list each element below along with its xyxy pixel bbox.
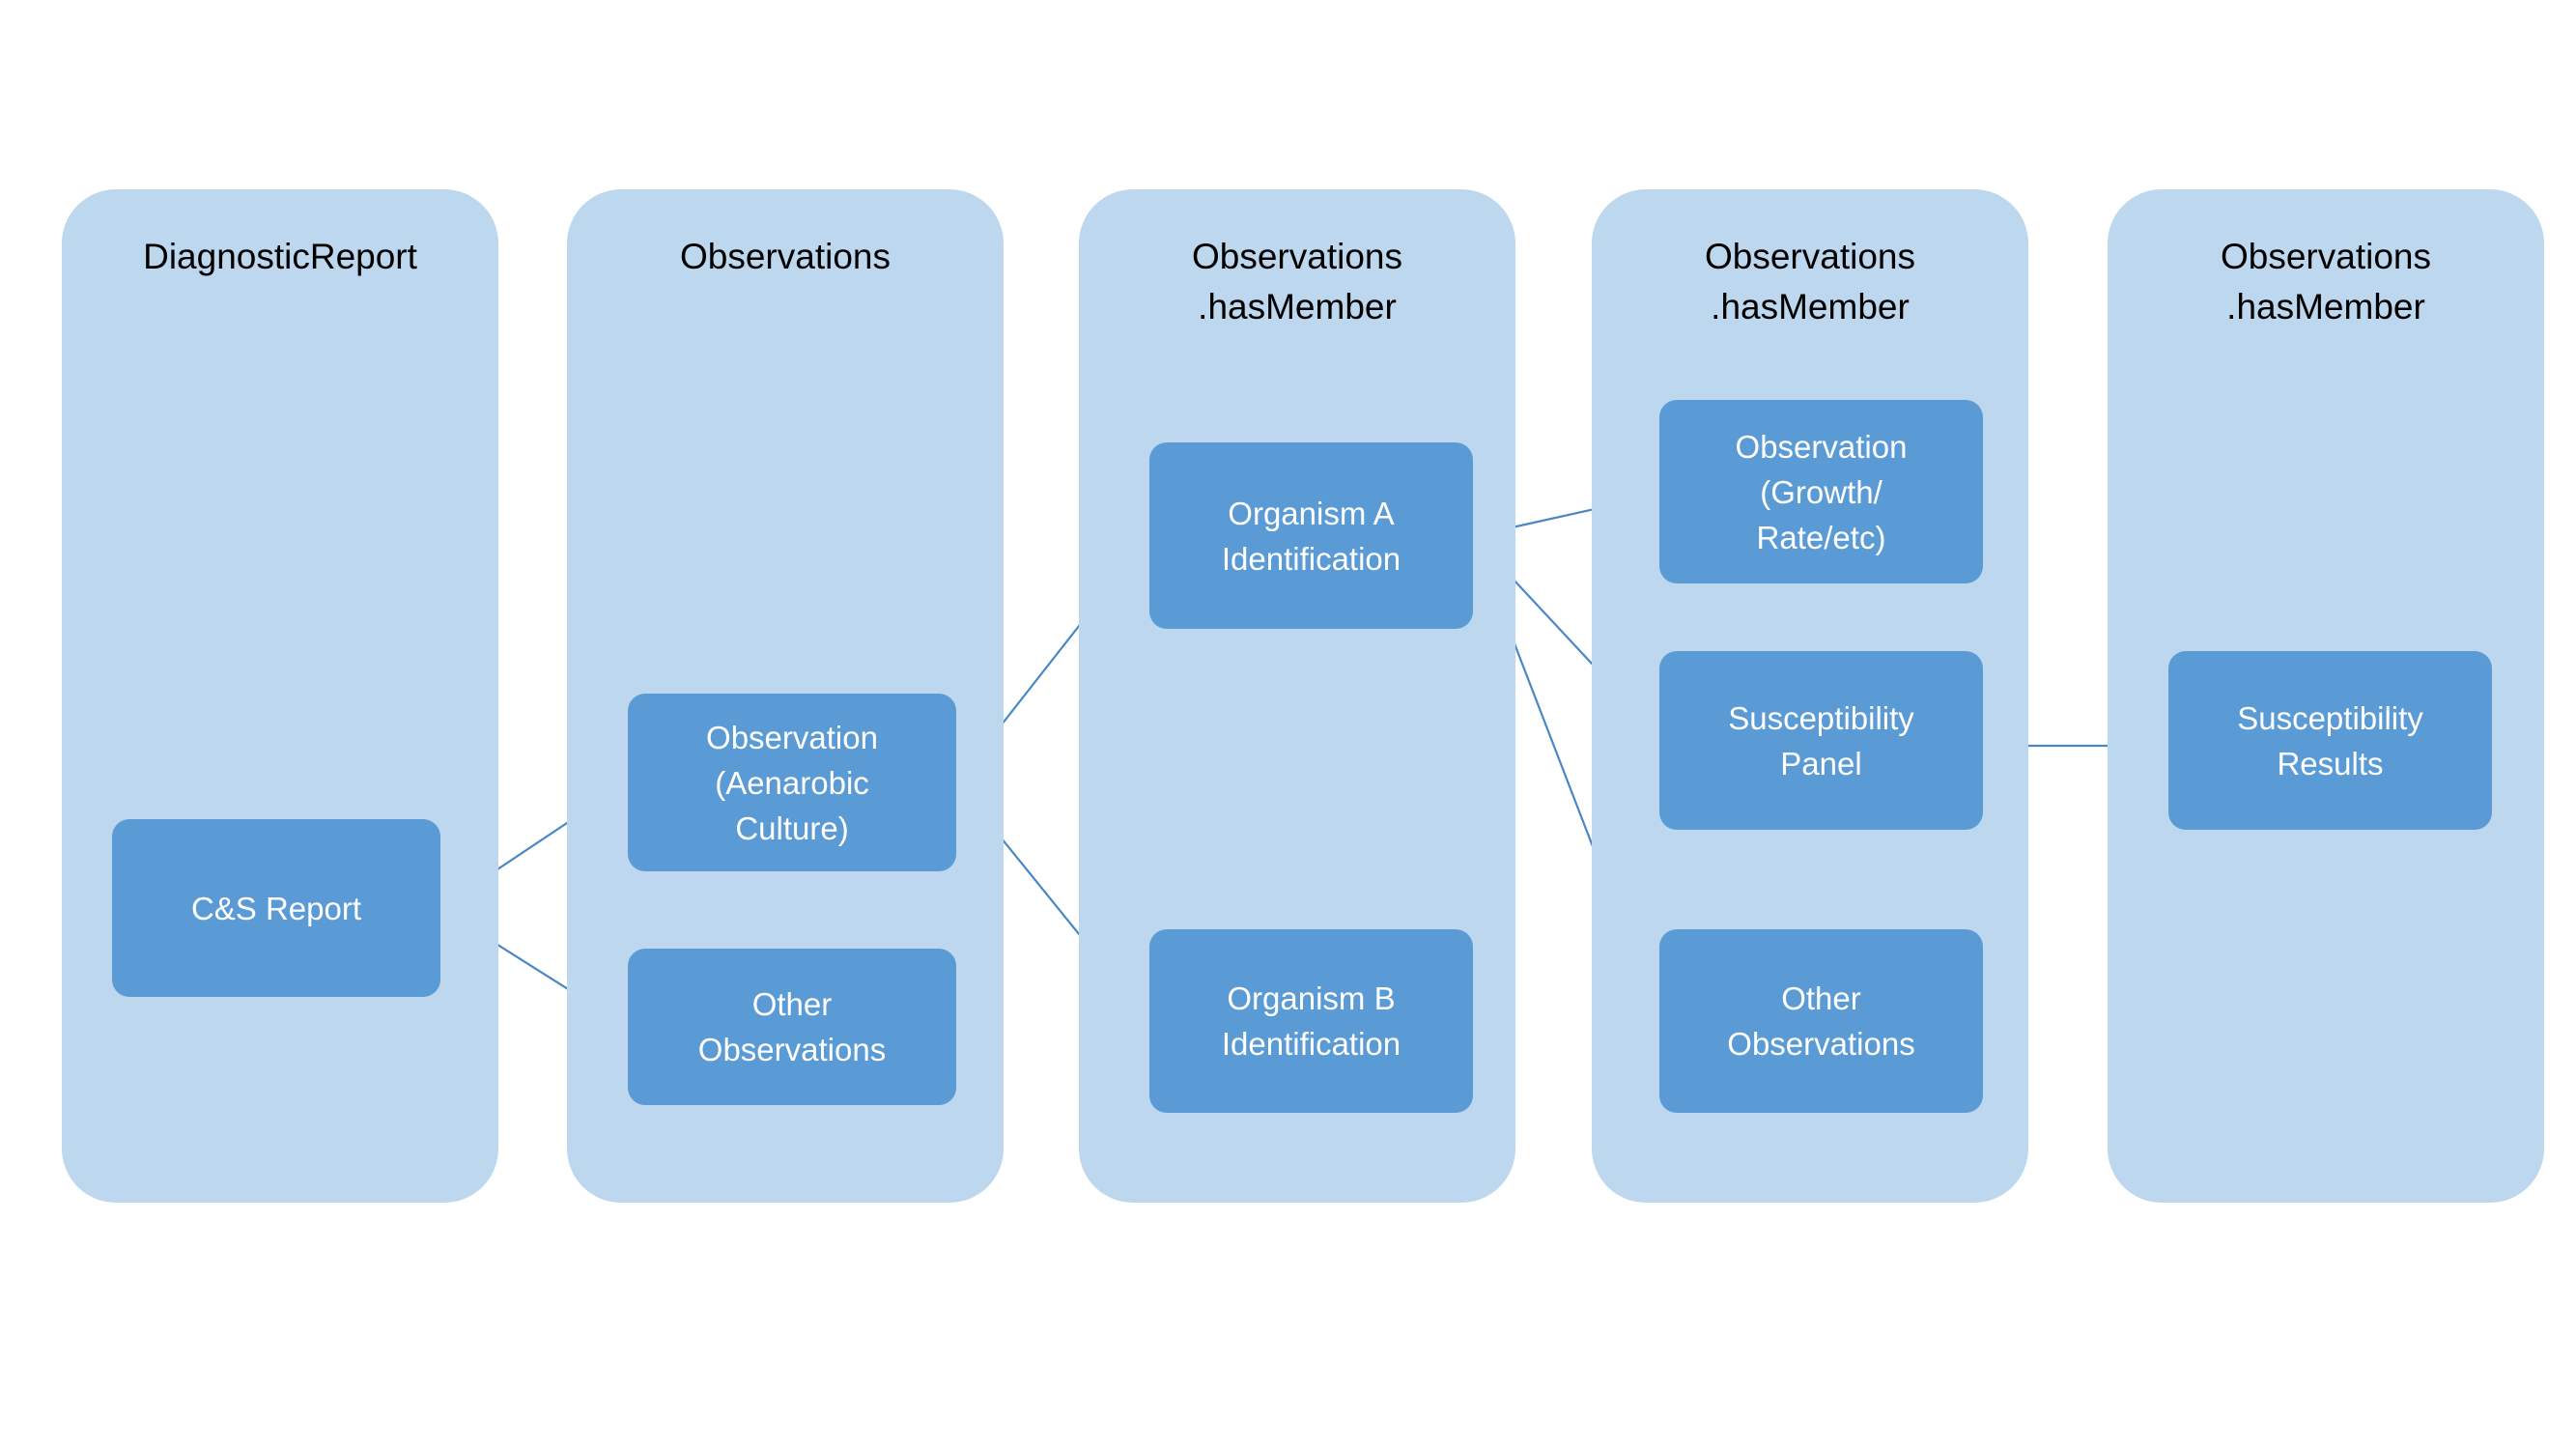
- node-observation-growth-label: Observation (Growth/ Rate/etc): [1735, 428, 1908, 555]
- node-organism-a-label: Organism A Identification: [1221, 495, 1401, 577]
- node-organism-a[interactable]: Organism A Identification: [1149, 442, 1473, 629]
- lane-diagnosticreport-title: DiagnosticReport: [143, 237, 417, 276]
- node-observation-aenarobic[interactable]: Observation (Aenarobic Culture): [628, 694, 956, 871]
- node-other-observations-col2[interactable]: Other Observations: [628, 949, 956, 1105]
- lane-hasmember-3-title: Observations .hasMember: [2221, 237, 2431, 327]
- lane-observations-title: Observations: [680, 237, 891, 276]
- node-cs-report[interactable]: C&S Report: [112, 819, 440, 997]
- node-cs-report-label: C&S Report: [190, 890, 362, 926]
- node-organism-b-label: Organism B Identification: [1221, 980, 1401, 1062]
- node-other-observations-col2-label: Other Observations: [697, 986, 887, 1067]
- node-susceptibility-results-label: Susceptibility Results: [2237, 699, 2423, 781]
- node-susceptibility-panel[interactable]: Susceptibility Panel: [1659, 651, 1983, 830]
- node-other-observations-col4[interactable]: Other Observations: [1659, 929, 1983, 1113]
- lane-diagnosticreport[interactable]: DiagnosticReport: [62, 189, 498, 1203]
- node-organism-b[interactable]: Organism B Identification: [1149, 929, 1473, 1113]
- node-other-observations-col4-label: Other Observations: [1727, 980, 1915, 1062]
- node-observation-aenarobic-label: Observation (Aenarobic Culture): [706, 719, 878, 846]
- lane-hasmember-2-title: Observations .hasMember: [1705, 237, 1915, 327]
- node-susceptibility-panel-label: Susceptibility Panel: [1728, 699, 1914, 781]
- node-susceptibility-results[interactable]: Susceptibility Results: [2168, 651, 2492, 830]
- lane-hasmember-1-title: Observations .hasMember: [1192, 237, 1402, 327]
- node-observation-growth[interactable]: Observation (Growth/ Rate/etc): [1659, 400, 1983, 583]
